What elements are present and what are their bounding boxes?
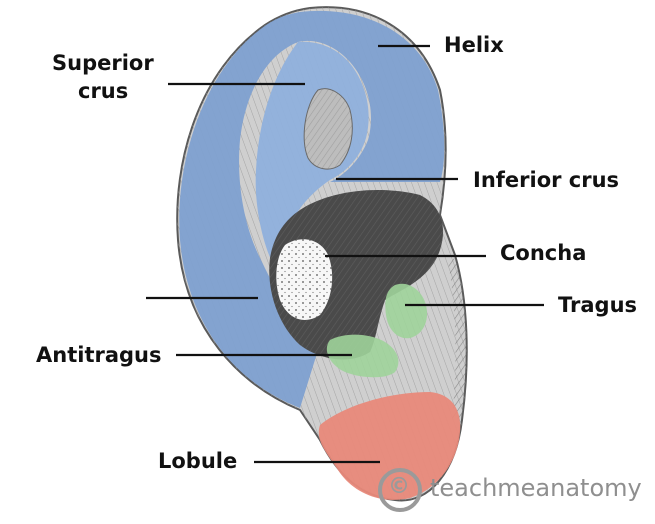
label-antitragus: Antitragus xyxy=(36,343,162,367)
label-superior-crus-line2: crus xyxy=(78,79,129,103)
label-superior-crus-line1: Superior xyxy=(52,51,154,75)
copyright-circle xyxy=(378,468,422,512)
watermark-text: teachmeanatomy xyxy=(430,474,642,502)
watermark-copyright-symbol: © xyxy=(388,474,410,499)
lobule-region xyxy=(318,392,461,500)
tragus-region xyxy=(385,283,428,339)
label-helix: Helix xyxy=(444,33,504,57)
label-tragus: Tragus xyxy=(558,293,638,317)
label-inferior-crus: Inferior crus xyxy=(473,168,620,192)
label-concha: Concha xyxy=(500,241,587,265)
label-lobule: Lobule xyxy=(158,449,238,473)
helix-region xyxy=(179,10,445,408)
antitragus-region xyxy=(326,334,399,378)
